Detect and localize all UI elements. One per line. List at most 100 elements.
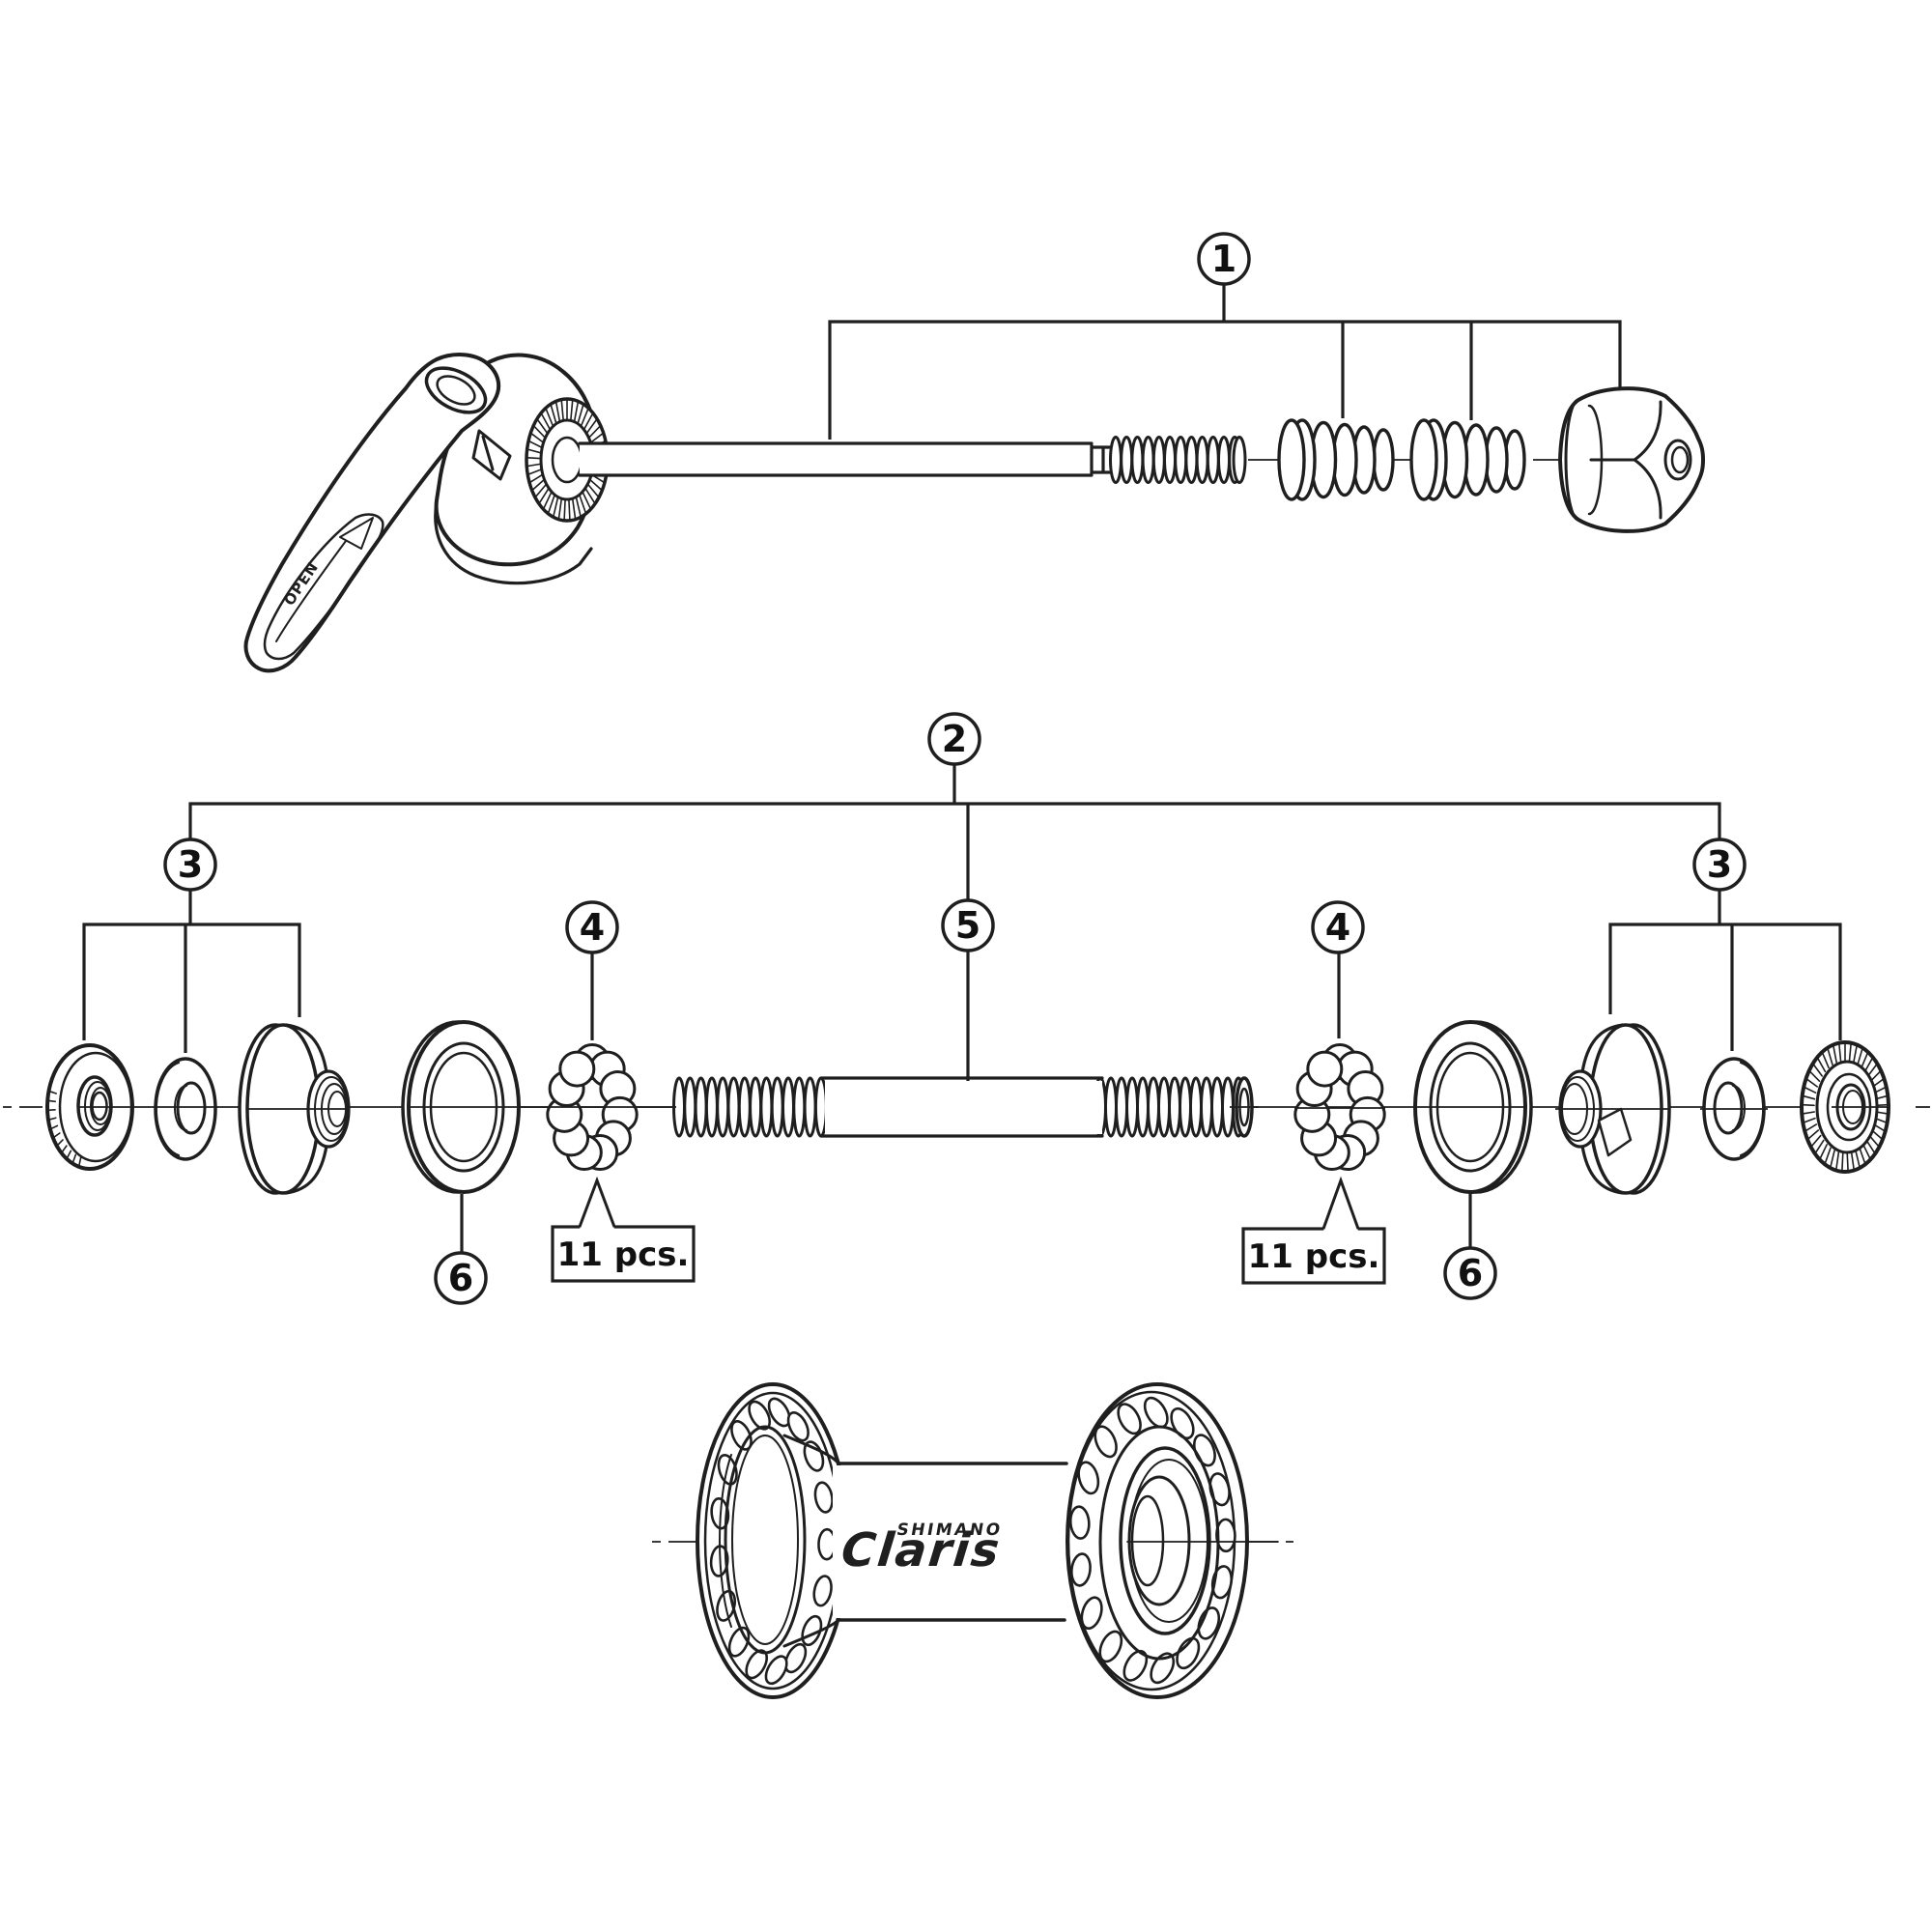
qr-ring-serration-tick bbox=[531, 479, 545, 491]
axle-middle-edges bbox=[819, 1076, 1104, 1138]
bearing-ball bbox=[558, 1050, 596, 1088]
quantity-pointer-fill bbox=[1323, 1180, 1358, 1231]
qr-ring-serration-tick bbox=[545, 408, 554, 427]
axle-thread-ridge bbox=[1136, 1076, 1150, 1138]
bracket-callout-3-right bbox=[1608, 890, 1842, 1051]
qr-rod-edges bbox=[578, 441, 1115, 477]
hub-logo-model: Claris bbox=[838, 1523, 1004, 1577]
qr-spring-coil bbox=[1277, 418, 1306, 501]
spoke-hole bbox=[1150, 1652, 1176, 1685]
qr-thread-ridge bbox=[1206, 436, 1220, 484]
hub-right-flange-face bbox=[1098, 1425, 1220, 1661]
axle-thread-ridge bbox=[813, 1076, 828, 1138]
qr-thread-end bbox=[1232, 436, 1247, 484]
washer-right-hole-depth bbox=[1732, 1085, 1746, 1131]
callout-6: 6 bbox=[434, 1251, 488, 1305]
qr-thread-ridge bbox=[1195, 436, 1209, 484]
qr-rod bbox=[580, 444, 1092, 474]
qr-spring-coil bbox=[1409, 418, 1438, 501]
hub-left-flange-inner2 bbox=[731, 1435, 799, 1645]
qr-ring-serration-tick bbox=[587, 484, 600, 497]
locknut-right-serration-tick bbox=[1807, 1129, 1820, 1140]
axle-thread-ridge bbox=[694, 1076, 708, 1138]
qr-ring-serration-tick bbox=[538, 488, 550, 504]
locknut-left-serration-tick bbox=[71, 1153, 77, 1165]
qr-end-nut-side-hole-inner bbox=[1670, 445, 1690, 474]
locknut-right-serration-tick bbox=[1804, 1123, 1818, 1132]
callout-number: 6 bbox=[1458, 1252, 1483, 1294]
locknut-right-serration-tick bbox=[1850, 1151, 1855, 1171]
axle bbox=[672, 1076, 1254, 1138]
axle-thread-ridge bbox=[759, 1076, 774, 1138]
qr-thread-ridge bbox=[1174, 436, 1188, 484]
locknut-right-serration-tick bbox=[1802, 1103, 1815, 1107]
locknut-right-serration-tick bbox=[1838, 1042, 1842, 1063]
spoke-hole bbox=[748, 1400, 772, 1431]
callout-1: 1 bbox=[1197, 232, 1251, 286]
locknut-right-serration-tick bbox=[1853, 1044, 1858, 1064]
qr-thread-ridge bbox=[1184, 436, 1199, 484]
locknut-right-serration-tick bbox=[1810, 1134, 1822, 1148]
locknut-right-serration-tick bbox=[1862, 1144, 1871, 1160]
axle-thread-ridge bbox=[1189, 1076, 1203, 1138]
qr-thread-ridge bbox=[1163, 436, 1177, 484]
quantity-text: 11 pcs. bbox=[1248, 1237, 1380, 1276]
callout-6: 6 bbox=[1443, 1246, 1497, 1300]
locknut-right-serration-tick bbox=[1846, 1152, 1849, 1172]
spoke-hole bbox=[1176, 1636, 1201, 1670]
callout-4: 4 bbox=[1311, 900, 1365, 954]
qr-ring-serration-tick bbox=[557, 498, 562, 520]
locknut-right-serration-tick bbox=[1819, 1144, 1828, 1160]
axle-thread-ridge bbox=[737, 1076, 752, 1138]
hub-left-flange-inner bbox=[724, 1425, 807, 1655]
spoke-hole bbox=[745, 1649, 769, 1680]
quick-release-skewer: OPEN bbox=[243, 353, 1705, 673]
qr-spring-coil bbox=[1372, 428, 1395, 492]
callout-circle bbox=[434, 1251, 488, 1305]
spoke-hole bbox=[1080, 1596, 1103, 1631]
qr-rod-threads bbox=[1109, 436, 1247, 484]
callout-brackets bbox=[82, 284, 1842, 1253]
locknut-right-serration-tick bbox=[1814, 1139, 1825, 1154]
washer-left bbox=[154, 1057, 217, 1161]
axle-thread-ridge bbox=[1125, 1076, 1139, 1138]
axle-thread-ridge bbox=[1115, 1076, 1128, 1138]
locknut-left-serration-tick bbox=[77, 1156, 82, 1168]
hub-right-spoke-holes bbox=[1068, 1396, 1236, 1685]
hub-logo-brand: SHIMANO bbox=[895, 1520, 1005, 1540]
qr-ring-serration-tick bbox=[540, 412, 551, 430]
locknut-left-serration-tick bbox=[56, 1139, 64, 1148]
locknut-right-serration-tick bbox=[1859, 1147, 1866, 1165]
cone-left-body bbox=[284, 1023, 328, 1195]
locknut-right-serration-tick bbox=[1805, 1078, 1819, 1088]
spoke-hole bbox=[1117, 1403, 1142, 1435]
qr-end-nut-face bbox=[1564, 398, 1580, 522]
ball-retainer-left bbox=[546, 1043, 639, 1172]
spoke-hole bbox=[1098, 1630, 1123, 1663]
qr-serrated-ring bbox=[525, 397, 610, 523]
centerline-overlay-segments bbox=[79, 1106, 1887, 1110]
locknut-right-serration-tick bbox=[1827, 1047, 1833, 1065]
hub-body: SHIMANO Claris bbox=[696, 1382, 1279, 1699]
locknut-right-serration-tick bbox=[1865, 1139, 1876, 1154]
axle-thread-ridge bbox=[1210, 1076, 1224, 1138]
washer-left-hole-depth bbox=[174, 1085, 187, 1131]
qr-ring-serration-tick bbox=[577, 404, 584, 424]
qr-lever-head-oval bbox=[424, 366, 488, 414]
qr-ring-serration-tick bbox=[573, 401, 580, 422]
cone-right-body bbox=[1580, 1023, 1625, 1195]
callout-number: 4 bbox=[1325, 906, 1350, 949]
callout-number: 6 bbox=[448, 1257, 473, 1299]
qr-ring-serration-tick bbox=[572, 498, 577, 520]
locknut-right-serration-tick bbox=[1821, 1052, 1830, 1069]
callout-3: 3 bbox=[1692, 838, 1747, 892]
qr-thread-ridge bbox=[1120, 436, 1134, 484]
qr-ring-serration-tick bbox=[536, 418, 548, 434]
qr-ring-serration-tick bbox=[526, 457, 541, 460]
locknut-right-serration-tick bbox=[1835, 1151, 1840, 1171]
locknut-right-serration-tick bbox=[1824, 1147, 1832, 1165]
qr-ring-serration-tick bbox=[526, 463, 541, 468]
locknut-right-serration-tick bbox=[1808, 1070, 1821, 1082]
axle-thread-ridge bbox=[749, 1076, 763, 1138]
